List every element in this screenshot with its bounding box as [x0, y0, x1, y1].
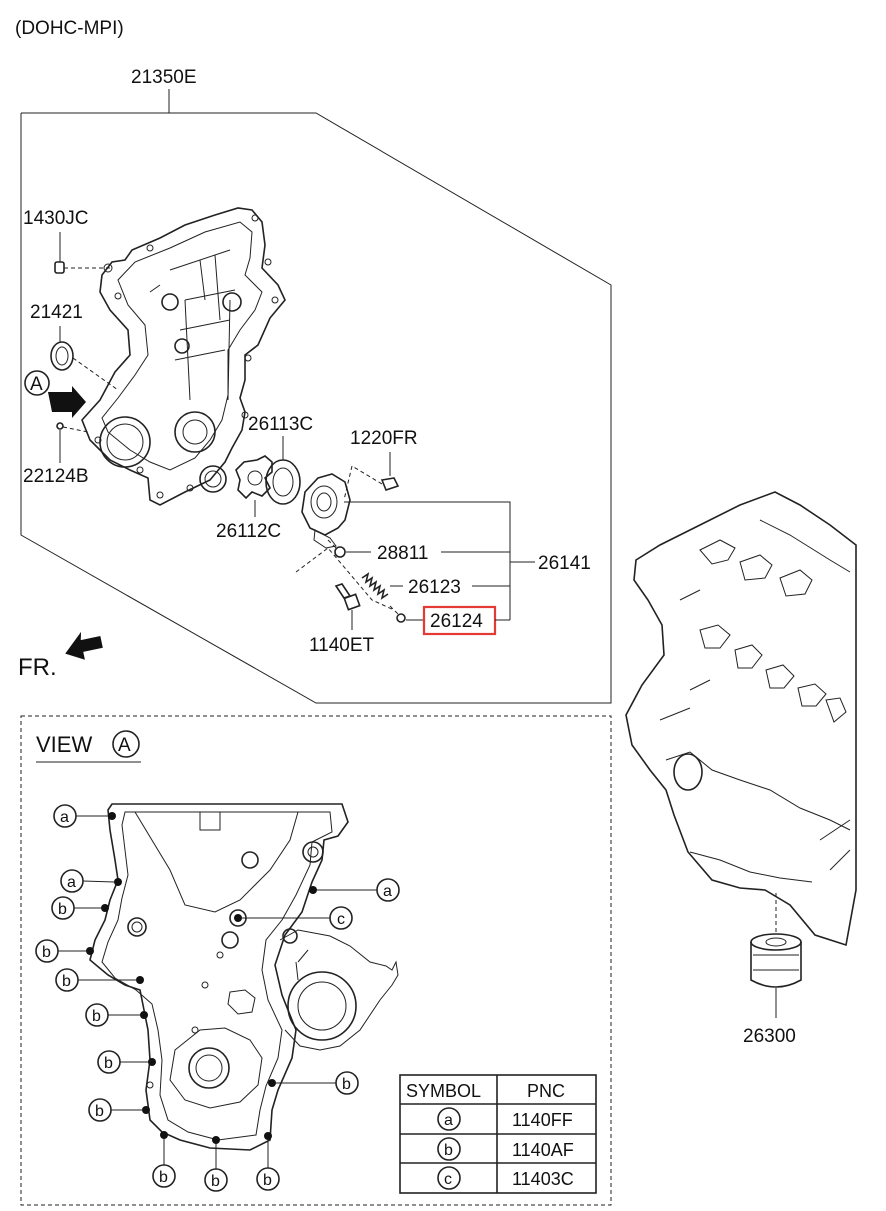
table-row-2-symbol: b	[444, 1142, 453, 1159]
view-a-marker-circle	[24, 370, 50, 396]
callout-21421[interactable]: 21421	[30, 302, 83, 323]
table-header-symbol: SYMBOL	[406, 1081, 481, 1101]
assembly-part-number[interactable]: 21350E	[131, 67, 197, 88]
callout-28811[interactable]: 28811	[377, 543, 428, 564]
callout-1220fr[interactable]: 1220FR	[350, 428, 418, 449]
symbol-b2-circle	[35, 939, 59, 963]
symbol-a1: a	[60, 809, 69, 826]
spring-26123	[361, 572, 389, 600]
symbol-a1-circle	[53, 804, 77, 828]
symbol-b9-circle	[256, 1167, 280, 1191]
symbol-b5: b	[104, 1055, 113, 1072]
dash-1140et	[295, 547, 395, 611]
cover-front-view	[89, 803, 399, 1151]
symbol-a2-circle	[60, 869, 84, 893]
symbol-b6: b	[95, 1103, 104, 1120]
front-arrow-icon	[65, 631, 103, 660]
symbol-b3-circle	[55, 968, 79, 992]
callout-26141[interactable]: 26141	[538, 553, 591, 574]
callout-22124b[interactable]: 22124B	[23, 466, 89, 487]
symbol-c1: c	[337, 911, 345, 928]
view-a-panel-border	[20, 715, 612, 1206]
symbol-b9: b	[263, 1172, 272, 1189]
symbol-b4: b	[92, 1008, 101, 1025]
symbol-b7: b	[159, 1169, 168, 1186]
symbol-b2: b	[42, 944, 51, 961]
symbol-c1-circle	[329, 906, 353, 930]
bracket-26141	[344, 501, 511, 620]
screw-1220fr	[380, 477, 400, 491]
plug-26124	[396, 613, 406, 623]
symbol-b6-circle	[88, 1098, 112, 1122]
dowel-pin-1430jc	[54, 261, 65, 274]
bolt-point-a1	[108, 812, 116, 820]
engine-block-illustration	[625, 491, 857, 947]
stud-22124b	[56, 422, 64, 430]
table-row-3-pnc[interactable]: 11403C	[512, 1169, 574, 1189]
ball-28811	[334, 546, 346, 558]
inner-rotor-26112c	[235, 455, 273, 500]
symbol-b1: b	[58, 901, 67, 918]
bolt-point-a3	[309, 886, 317, 894]
bolt-1140et	[334, 583, 361, 611]
symbol-b8: b	[211, 1173, 220, 1190]
symbol-b10-circle	[335, 1071, 359, 1095]
symbol-b1-circle	[51, 896, 75, 920]
symbol-a3-circle	[376, 878, 400, 902]
view-a-marker-letter[interactable]: A	[30, 374, 43, 395]
callout-1430jc[interactable]: 1430JC	[23, 208, 89, 229]
symbol-b3: b	[62, 973, 71, 990]
dash-21421	[72, 357, 119, 391]
symbol-b4-circle	[85, 1003, 109, 1027]
table-row-1-pnc[interactable]: 1140FF	[512, 1110, 573, 1130]
symbol-b5-circle	[97, 1050, 121, 1074]
view-title-marker-letter: A	[118, 735, 131, 756]
callout-26113c[interactable]: 26113C	[248, 414, 313, 435]
symbol-b10: b	[342, 1076, 351, 1093]
assembly-bracket	[20, 112, 612, 704]
callout-26112c[interactable]: 26112C	[216, 521, 281, 542]
oil-pump-cover	[301, 473, 351, 549]
symbol-b8-circle	[204, 1168, 228, 1192]
callout-26300[interactable]: 26300	[743, 1026, 796, 1047]
table-row-3-symbol: c	[444, 1171, 452, 1188]
view-title: VIEW	[36, 732, 92, 757]
timing-chain-cover	[81, 207, 286, 506]
callout-26124[interactable]: 26124	[430, 611, 483, 632]
table-row-1-symbol: a	[444, 1112, 453, 1129]
oil-seal-21421	[50, 341, 74, 371]
oil-filter-26300	[750, 933, 802, 988]
symbol-a3: a	[383, 883, 392, 900]
bolt-point-c1	[234, 914, 242, 922]
symbol-b7-circle	[152, 1164, 176, 1188]
table-row-2-pnc[interactable]: 1140AF	[512, 1140, 574, 1160]
front-label: FR.	[18, 654, 57, 681]
bolt-callouts: a a a c b b b b b	[35, 804, 400, 1192]
engine-type-label: (DOHC-MPI)	[15, 18, 124, 39]
symbol-a2: a	[67, 874, 76, 891]
callout-26123[interactable]: 26123	[408, 577, 461, 598]
bolt-point-a2	[114, 878, 122, 886]
outer-rotor-26113c	[265, 459, 301, 505]
symbol-pnc-table: SYMBOL PNC a 1140FF b 1140AF c 11403C	[399, 1074, 597, 1194]
dash-1220fr	[343, 465, 383, 501]
callout-1140et[interactable]: 1140ET	[309, 635, 375, 656]
table-header-pnc: PNC	[527, 1081, 565, 1101]
view-a-arrow-icon	[48, 386, 86, 418]
view-title-marker-circle	[112, 730, 140, 758]
